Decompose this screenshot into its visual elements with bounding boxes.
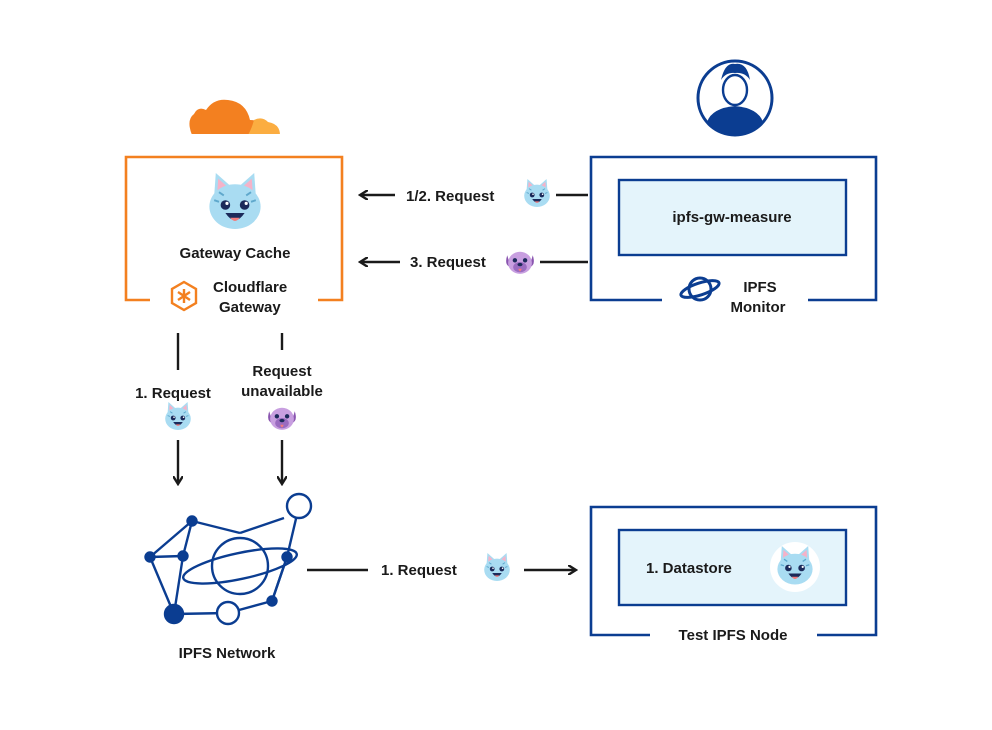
arrow-request-12: 1/2. Request <box>360 178 588 208</box>
ipfs-gw-measure-panel <box>617 178 848 257</box>
arrow-gateway-request-1: 1. Request <box>135 333 211 484</box>
ipfs-monitor-box: ipfs-gw-measure IPFS Monitor <box>589 59 878 316</box>
request-3-pug-icon <box>506 251 534 274</box>
monitor-user-avatar <box>696 59 774 137</box>
cloudflare-logo-icon <box>188 99 282 137</box>
ipfs-monitor-label-line1: IPFS <box>743 279 776 296</box>
ipfs-gw-measure-label: ipfs-gw-measure <box>672 209 791 226</box>
ipfs-monitor-label-line2: Monitor <box>731 299 786 316</box>
arrow-request-3: 3. Request <box>360 251 588 274</box>
request-12-cat-icon <box>523 178 551 208</box>
datastore-label: 1. Datastore <box>646 560 732 577</box>
test-ipfs-node-box: 1. Datastore Test IPFS Node <box>589 505 878 644</box>
monitor-planet-icon <box>677 275 723 303</box>
request-unavailable-label-line1: Request <box>252 363 311 380</box>
ipfs-network-graph <box>144 492 313 626</box>
cloudflare-gateway-box: Gateway Cache Cloudflare Gateway <box>124 155 344 316</box>
network-request-1-label: 1. Request <box>381 562 457 579</box>
gateway-cat-icon <box>208 172 262 230</box>
request-unavailable-label-line2: unavailable <box>241 383 323 400</box>
arrow-request-unavailable: Request unavailable <box>241 333 323 484</box>
test-ipfs-node-label: Test IPFS Node <box>679 627 788 644</box>
request-unavailable-pug-icon <box>268 407 296 430</box>
arrow-network-request-1: 1. Request <box>307 552 576 582</box>
gateway-hexagon-icon <box>170 280 198 312</box>
network-request-1-cat-icon <box>483 552 511 582</box>
gateway-request-1-cat-icon <box>164 401 192 431</box>
cloudflare-gateway-label-line1: Cloudflare <box>213 279 287 296</box>
request-3-label: 3. Request <box>410 254 486 271</box>
gateway-request-1-label: 1. Request <box>135 385 211 402</box>
cloudflare-gateway-label-line2: Gateway <box>219 299 281 316</box>
request-12-label: 1/2. Request <box>406 188 494 205</box>
ipfs-network-label: IPFS Network <box>179 645 276 662</box>
gateway-cache-label: Gateway Cache <box>180 245 291 262</box>
